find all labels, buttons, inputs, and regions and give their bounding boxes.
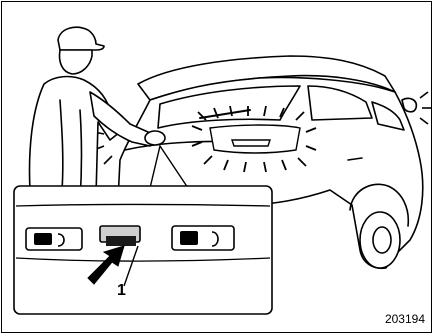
inset-detail (14, 186, 272, 314)
cap (58, 27, 104, 50)
rear-wheel-hub (373, 227, 391, 253)
tail-light-lens (232, 140, 270, 146)
head (60, 50, 93, 74)
tail-light (210, 125, 300, 153)
callout-number-1: 1 (117, 282, 126, 300)
right-glow-rays (420, 92, 432, 124)
figure-number: 203194 (385, 312, 425, 326)
hand (145, 131, 165, 145)
